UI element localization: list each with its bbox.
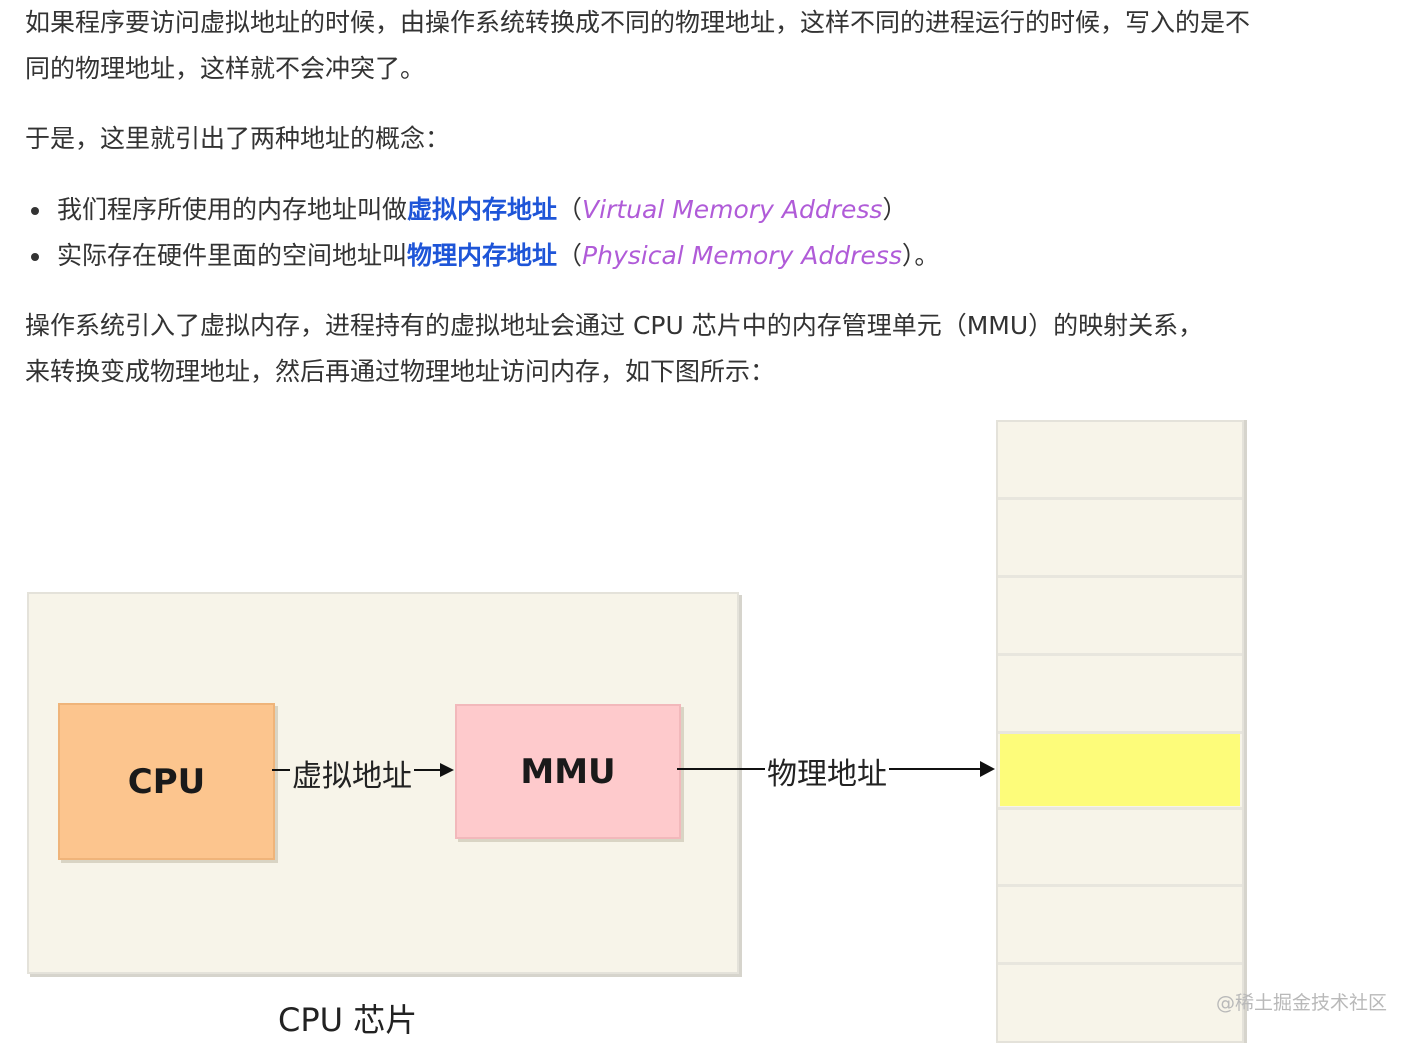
paragraph-concept: 于是，这里就引出了两种地址的概念：: [25, 124, 451, 153]
physical-memory-address-english: Physical Memory Address: [582, 241, 902, 270]
paren-close: ）。: [901, 241, 940, 270]
virtual-memory-address-english: Virtual Memory Address: [582, 195, 883, 224]
memory-cell-divider: [998, 731, 1242, 734]
cpu-box: CPU: [58, 703, 275, 860]
virtual-memory-address-term: 虚拟内存地址: [407, 195, 558, 224]
virtual-address-arrowhead: [440, 763, 454, 777]
memory-cell-divider: [998, 497, 1242, 500]
memory-cell-divider: [998, 807, 1242, 810]
list-item-text: 实际存在硬件里面的空间地址叫: [57, 241, 408, 270]
paren-open: （: [557, 241, 583, 270]
mmu-box: MMU: [455, 704, 681, 839]
paragraph-intro: 如果程序要访问虚拟地址的时候，由操作系统转换成不同的物理地址，这样不同的进程运行…: [25, 8, 1251, 83]
memory-cell-divider: [998, 962, 1242, 965]
physical-memory-column: [996, 420, 1244, 1043]
watermark: @稀土掘金技术社区: [1216, 992, 1388, 1014]
list-item-physical-address: 实际存在硬件里面的空间地址叫物理内存地址（Physical Memory Add…: [25, 233, 1265, 279]
memory-cell-divider: [998, 575, 1242, 578]
cpu-chip-label: CPU 芯片: [278, 1001, 418, 1039]
paren-open: （: [557, 195, 583, 224]
list-item-virtual-address: 我们程序所使用的内存地址叫做虚拟内存地址（Virtual Memory Addr…: [25, 187, 1265, 233]
physical-memory-address-term: 物理内存地址: [407, 241, 558, 270]
physical-address-label: 物理地址: [765, 749, 889, 793]
physical-address-arrowhead: [980, 761, 995, 777]
address-concept-list: 我们程序所使用的内存地址叫做虚拟内存地址（Virtual Memory Addr…: [25, 187, 1265, 279]
paragraph-mmu: 操作系统引入了虚拟内存，进程持有的虚拟地址会通过 CPU 芯片中的内存管理单元（…: [25, 311, 1204, 386]
memory-cell-highlighted: [1000, 734, 1240, 806]
memory-cell-divider: [998, 884, 1242, 887]
memory-cell-divider: [998, 653, 1242, 656]
list-item-text: 我们程序所使用的内存地址叫做: [57, 195, 408, 224]
virtual-address-label: 虚拟地址: [290, 751, 414, 795]
paren-close: ）: [882, 195, 908, 224]
